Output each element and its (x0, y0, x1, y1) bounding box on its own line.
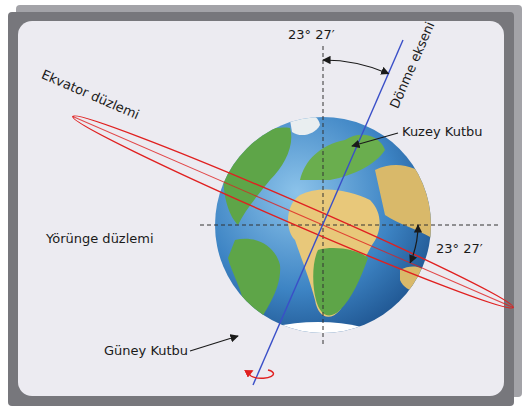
south-pole-leader (190, 336, 238, 351)
vertical-reference (323, 46, 324, 345)
inner-panel (18, 21, 504, 396)
plane-label: Yörünge düzlemi (46, 231, 154, 247)
tilt-angle-arc (323, 60, 389, 74)
rotation-axis (253, 40, 403, 385)
north-pole-leader (352, 133, 398, 146)
rotation-symbol (249, 370, 273, 378)
equator-plane (68, 106, 517, 317)
frame-face (8, 12, 514, 406)
plane-angle-arc (410, 225, 418, 263)
angle-label: 23° 27′ (286, 27, 337, 43)
globe (215, 114, 435, 354)
pole-label: Kuzey Kutbu (402, 124, 482, 140)
frame-depth (16, 5, 522, 397)
pole-label: Güney Kutbu (104, 343, 188, 359)
angle-label: 23° 27′ (434, 241, 485, 257)
